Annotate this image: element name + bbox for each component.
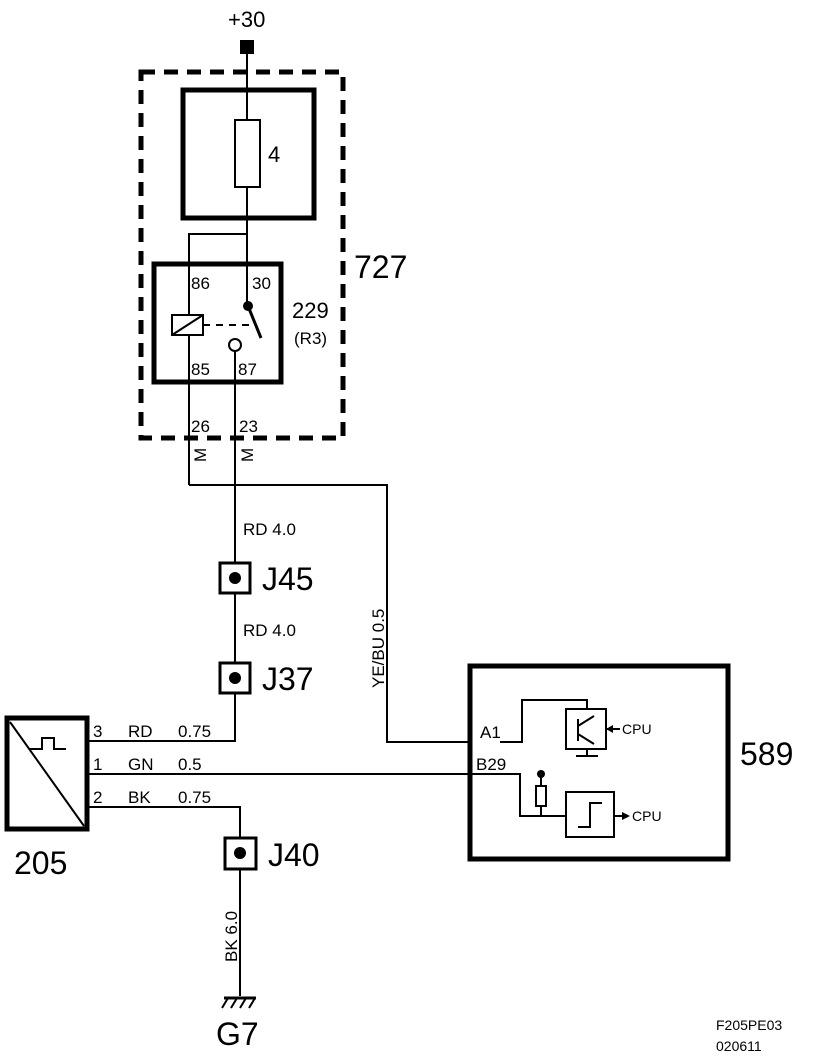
relay-pin-30: 30 (252, 274, 271, 293)
box-pin-23: 23 (239, 417, 258, 436)
ecu-driver-transistor-e (577, 733, 595, 745)
relay-ref: (R3) (294, 329, 327, 348)
ecu-driver-transistor-c (577, 715, 595, 727)
wire-sensor-pin2 (87, 806, 241, 838)
sensor-pin3-size: 0.75 (178, 722, 211, 741)
sensor-pin3-color: RD (128, 722, 153, 741)
fuse-element (234, 119, 261, 188)
ecu-cpu-top-label: CPU (622, 721, 652, 737)
wire-ground-label: BK 6.0 (222, 911, 241, 962)
wire-rd-lower-label: RD 4.0 (243, 621, 296, 640)
wire-yebu-label: YE/BU 0.5 (369, 609, 388, 688)
sensor-pin2-color: BK (128, 788, 151, 807)
sensor-id: 205 (14, 845, 67, 881)
wire-sensor-pin3 (87, 693, 236, 742)
ground-hatch-2 (230, 997, 238, 1009)
relay-pin-85: 85 (191, 360, 210, 379)
ecu-cpu-bottom-label: CPU (632, 808, 662, 824)
footer-date: 020611 (716, 1038, 762, 1054)
junction-j37-dot (229, 672, 241, 684)
sensor-pin1-number: 1 (93, 755, 102, 774)
connector-mark-right: M (238, 448, 257, 462)
wire-yebu (189, 484, 470, 743)
ecu-pin-a1: A1 (480, 723, 501, 742)
relay-coil-diagonal (171, 314, 204, 336)
junction-j40-dot (234, 847, 246, 859)
sensor-pin1-size: 0.5 (178, 755, 202, 774)
relay-box-outline (138, 69, 346, 441)
ecu-driver-block (565, 708, 607, 750)
relay-pin-86: 86 (191, 274, 210, 293)
relay-switch-arm (246, 305, 263, 339)
relay-pin-87: 87 (238, 360, 257, 379)
junction-j45-dot (229, 572, 241, 584)
ecu-a1-internal-wire (500, 699, 588, 743)
box-pin-26: 26 (191, 417, 210, 436)
junction-j45 (218, 561, 252, 595)
ecu-body (467, 663, 731, 862)
sensor-diagonal (9, 721, 85, 827)
ground-hatch-1 (221, 997, 229, 1009)
ecu-cpu-top-arrow-icon (606, 725, 613, 733)
ecu-pin-b29: B29 (476, 755, 506, 774)
ground-hatch-3 (239, 997, 247, 1009)
ecu-input-block (565, 791, 615, 838)
ecu-b29-internal-wire (500, 773, 566, 817)
ecu-schmitt-icon (578, 802, 602, 828)
ground-hatch-4 (248, 997, 256, 1009)
wire-rd-upper-label: RD 4.0 (243, 520, 296, 539)
relay-id: 229 (292, 298, 329, 323)
ecu-id: 589 (740, 736, 793, 772)
sensor-pulse-icon (30, 737, 66, 750)
connector-mark-left: M (191, 448, 210, 462)
sensor-pin2-size: 0.75 (178, 788, 211, 807)
fuse-number: 4 (268, 142, 280, 167)
supply-terminal (240, 40, 254, 54)
sensor-pin1-color: GN (128, 755, 154, 774)
supply-label: +30 (228, 7, 265, 32)
junction-j45-label: J45 (262, 561, 314, 597)
junction-j37-label: J37 (262, 661, 314, 697)
sensor-pin2-number: 2 (93, 788, 102, 807)
ground-id: G7 (216, 1016, 259, 1052)
relay-box-id: 727 (354, 249, 407, 285)
relay-contact-87 (228, 338, 242, 352)
ecu-cpu-bottom-arrow-icon (622, 812, 630, 820)
fuse-holder (180, 87, 317, 221)
footer-code: F205PE03 (716, 1017, 782, 1033)
junction-j40-label: J40 (268, 837, 320, 873)
ecu-pullup-resistor (535, 785, 547, 807)
relay-body (151, 261, 284, 385)
sensor-pin3-number: 3 (93, 722, 102, 741)
